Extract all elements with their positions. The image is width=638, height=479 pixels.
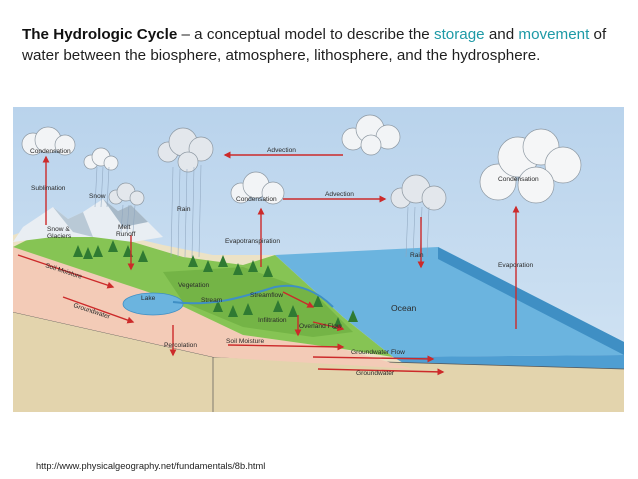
stream <box>172 284 334 308</box>
ocean-front <box>438 247 624 355</box>
cloud-condensation-middle <box>230 171 285 205</box>
label-lake: Lake <box>141 295 156 302</box>
grass-dark <box>163 267 353 337</box>
label-evapotranspiration: Evapotranspiration <box>225 238 280 245</box>
label-groundwater-bottom: Groundwater <box>356 370 395 377</box>
cloud-rain-left <box>157 127 214 173</box>
label-soil-moisture-bottom: Soil Moisture <box>226 338 264 345</box>
cloud-advection-top <box>341 114 401 156</box>
rain-streaks <box>94 164 430 258</box>
mountain-shadow-2 <box>103 199 148 227</box>
label-groundwater-flow: Groundwater Flow <box>351 349 405 356</box>
label-advection-middle: Advection <box>325 191 354 198</box>
arrow-soil-moisture <box>17 254 115 289</box>
cloud-condensation-left <box>21 126 76 156</box>
label-percolation: Percolation <box>164 342 197 349</box>
arrow-groundwater-bottom <box>317 368 445 376</box>
label-stream: Stream <box>201 297 223 304</box>
label-melt-runoff-1: Melt <box>118 224 131 231</box>
ocean-surface <box>275 247 624 357</box>
label-advection-top: Advection <box>267 147 296 154</box>
title-storage-word: storage <box>433 26 485 43</box>
label-condensation-middle: Condensation <box>236 196 277 203</box>
label-rain-right: Rain <box>410 252 424 259</box>
label-sublimation: Sublimation <box>31 185 66 192</box>
title-bold: The Hydrologic Cycle <box>22 26 178 43</box>
label-overland-flow: Overland Flow <box>299 323 342 330</box>
label-infiltration: Infiltration <box>258 317 287 324</box>
cloud-snow <box>83 147 119 171</box>
label-snow-glaciers-1: Snow & <box>47 226 70 233</box>
label-streamflow: Streamflow <box>250 292 283 299</box>
cloud-melt-runoff <box>108 182 145 206</box>
title-text-1: – a conceptual model to describe the <box>177 26 434 43</box>
arrow-groundwater-flow <box>312 355 435 363</box>
label-rain-left: Rain <box>177 206 191 213</box>
arrow-soil-moisture-bottom <box>227 343 345 351</box>
hydrologic-cycle-diagram: Condensation Sublimation Snow Snow & Gla… <box>13 107 624 412</box>
source-url[interactable]: http://www.physicalgeography.net/fundame… <box>36 461 266 471</box>
mountain-shadow <box>53 207 93 237</box>
lake <box>122 292 184 316</box>
label-condensation-right: Condensation <box>498 176 539 183</box>
label-ocean: Ocean <box>391 303 417 313</box>
label-condensation-left: Condensation <box>30 148 71 155</box>
arrow-overland-flow <box>312 321 345 332</box>
title-movement-word: movement <box>518 26 590 43</box>
flow-arrows <box>17 151 520 376</box>
label-evaporation: Evaporation <box>498 262 534 269</box>
arrow-streamflow <box>282 291 315 308</box>
slide-title: The Hydrologic Cycle – a conceptual mode… <box>22 24 612 66</box>
title-text-2: and <box>484 26 519 43</box>
label-snow: Snow <box>89 193 106 200</box>
label-vegetation: Vegetation <box>178 282 209 289</box>
label-snow-glaciers-2: Glaciers <box>47 233 72 240</box>
title-text-3: of water between the biosphere, atmosphe… <box>22 26 607 64</box>
cloud-rain-right <box>390 174 447 211</box>
forest <box>73 240 358 329</box>
label-melt-runoff-2: Runoff <box>116 231 135 238</box>
cloud-condensation-right <box>479 128 582 204</box>
arrow-groundwater-left <box>62 296 135 324</box>
